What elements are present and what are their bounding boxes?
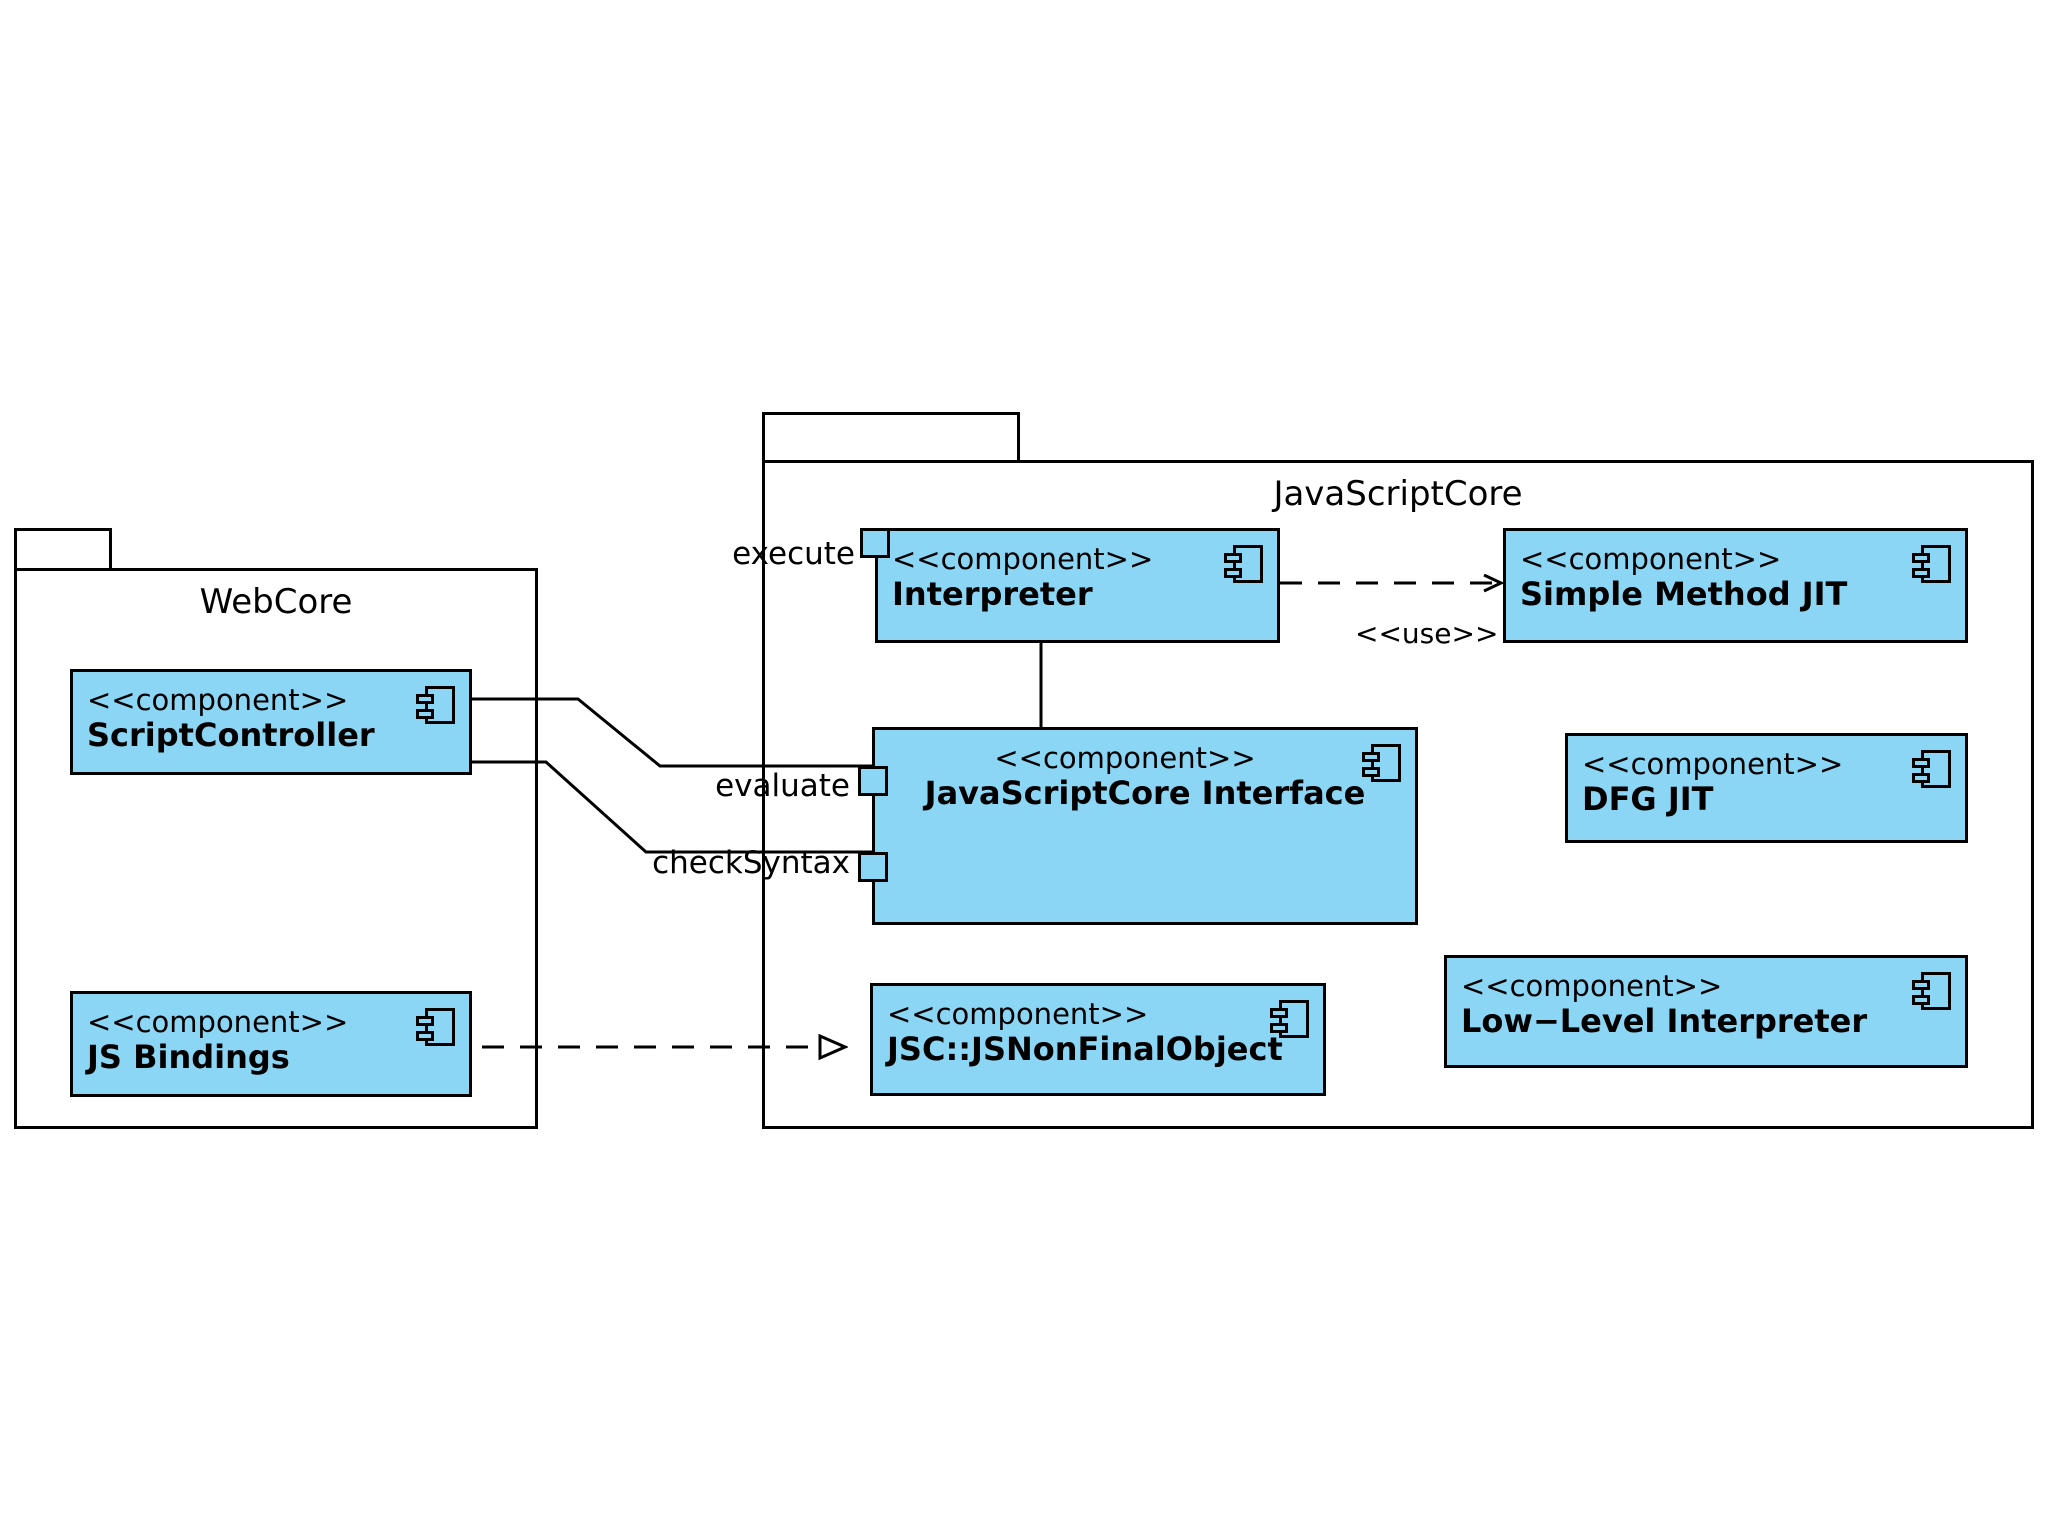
component-stereotype: <<component>>	[87, 683, 349, 717]
component-name: DFG JIT	[1582, 780, 1714, 819]
component-script-controller[interactable]: <<component>> ScriptController	[70, 669, 472, 775]
uml-component-icon	[1912, 750, 1951, 788]
uml-component-icon	[1224, 545, 1263, 583]
uml-component-icon	[1912, 545, 1951, 583]
component-interpreter[interactable]: <<component>> Interpreter	[875, 528, 1280, 643]
port-evaluate[interactable]	[858, 766, 888, 796]
uml-component-icon	[1362, 744, 1401, 782]
component-name: Low−Level Interpreter	[1461, 1002, 1868, 1041]
component-stereotype: <<component>>	[887, 997, 1149, 1031]
component-low-level-interpreter[interactable]: <<component>> Low−Level Interpreter	[1444, 955, 1968, 1068]
component-stereotype: <<component>>	[1582, 747, 1844, 781]
port-label-execute: execute	[732, 536, 855, 572]
component-name: Simple Method JIT	[1520, 575, 1848, 614]
component-stereotype: <<component>>	[1461, 969, 1723, 1003]
component-stereotype: <<component>>	[87, 1005, 349, 1039]
component-js-bindings[interactable]: <<component>> JS Bindings	[70, 991, 472, 1097]
port-checksyntax[interactable]	[858, 852, 888, 882]
port-execute[interactable]	[860, 528, 890, 558]
port-label-evaluate: evaluate	[715, 768, 850, 804]
package-title-webcore: WebCore	[199, 582, 353, 622]
port-label-checksyntax: checkSyntax	[652, 845, 850, 881]
package-javascriptcore[interactable]	[762, 460, 2034, 1129]
component-name: Interpreter	[892, 575, 1093, 614]
component-stereotype: <<component>>	[1520, 542, 1782, 576]
uml-component-icon	[1912, 972, 1951, 1010]
package-tab-webcore	[14, 528, 112, 570]
component-name: JavaScriptCore Interface	[924, 774, 1366, 813]
component-stereotype: <<component>>	[994, 741, 1256, 775]
component-name: ScriptController	[87, 716, 375, 755]
connector-label-use: <<use>>	[1355, 617, 1499, 650]
component-jsc-jsnonfinalobject[interactable]: <<component>> JSC::JSNonFinalObject	[870, 983, 1326, 1096]
component-stereotype: <<component>>	[892, 542, 1154, 576]
package-webcore[interactable]	[14, 568, 538, 1129]
component-name: JS Bindings	[87, 1038, 290, 1077]
uml-component-icon	[416, 686, 455, 724]
package-title-javascriptcore: JavaScriptCore	[1273, 474, 1523, 514]
component-simple-method-jit[interactable]: <<component>> Simple Method JIT	[1503, 528, 1968, 643]
component-jsc-interface[interactable]: <<component>> JavaScriptCore Interface	[872, 727, 1418, 925]
uml-component-icon	[416, 1008, 455, 1046]
package-tab-javascriptcore	[762, 412, 1020, 462]
uml-component-icon	[1270, 1000, 1309, 1038]
component-name: JSC::JSNonFinalObject	[887, 1030, 1283, 1069]
component-dfg-jit[interactable]: <<component>> DFG JIT	[1565, 733, 1968, 843]
